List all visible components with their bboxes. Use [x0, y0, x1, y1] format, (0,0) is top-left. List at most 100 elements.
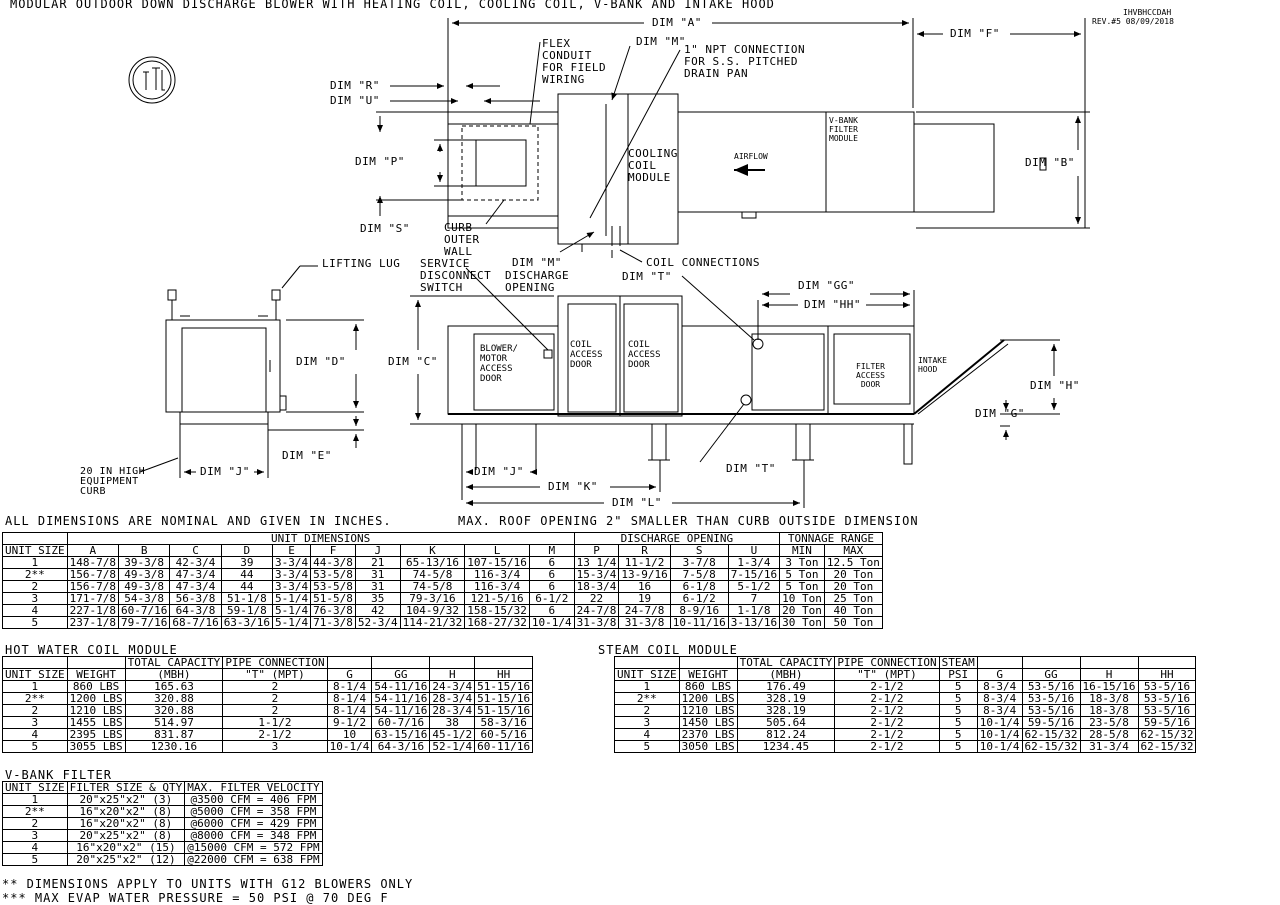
table-cell: 63-3/16: [220, 616, 274, 629]
table-cell: 5-1/4: [272, 604, 312, 617]
table-cell: 3: [2, 716, 68, 729]
column-header: UNIT SIZE: [2, 544, 68, 557]
table-cell: 44-3/8: [310, 556, 356, 569]
group-header: TONNAGE RANGE: [779, 532, 883, 545]
table-cell: 16-15/16: [1079, 680, 1139, 693]
table-cell: 20"x25"x2" (12): [66, 853, 186, 866]
table-cell: @5000 CFM = 358 FPM: [184, 805, 323, 818]
column-header: H: [429, 668, 476, 681]
table-cell: 1: [2, 556, 68, 569]
dim-c-label: DIM "C": [388, 355, 438, 368]
table-cell: 10-1/4: [976, 728, 1023, 741]
elevation-drawings: [128, 18, 1090, 508]
roof-opening-note: MAX. ROOF OPENING 2" SMALLER THAN CURB O…: [458, 514, 919, 528]
table-cell: 8-3/4: [976, 704, 1023, 717]
dim-j-end-label: DIM "J": [200, 465, 250, 478]
steam-title: STEAM COIL MODULE: [598, 643, 738, 657]
table-cell: 8-1/4: [326, 680, 373, 693]
table-cell: 7-15/16: [727, 568, 781, 581]
table-cell: 2395 LBS: [66, 728, 126, 741]
table-cell: 47-3/4: [169, 568, 222, 581]
etl-seal: [128, 56, 176, 104]
table-cell: 2-1/2: [834, 680, 940, 693]
column-header: L: [464, 544, 530, 557]
table-cell: 5: [614, 740, 680, 753]
column-group-header: PIPE CONNECTION: [834, 656, 940, 669]
table-cell: 2**: [614, 692, 680, 705]
table-cell: 328.19: [736, 692, 836, 705]
table-cell: 10: [326, 728, 373, 741]
column-header: WEIGHT: [66, 668, 126, 681]
table-cell: 2: [222, 680, 328, 693]
table-cell: 53-5/16: [1137, 680, 1197, 693]
filter-door-label: FILTER ACCESS DOOR: [856, 362, 885, 389]
table-cell: 1200 LBS: [66, 692, 126, 705]
table-cell: 22: [573, 592, 620, 605]
table-cell: 24-7/8: [618, 604, 671, 617]
table-cell: 165.63: [124, 680, 224, 693]
table-cell: 62-15/32: [1021, 740, 1081, 753]
table-cell: @8000 CFM = 348 FPM: [184, 829, 323, 842]
table-cell: 54-11/16: [371, 692, 431, 705]
table-cell: 49-3/8: [117, 580, 171, 593]
column-group-header: [1079, 656, 1139, 669]
dim-hh-label: DIM "HH": [804, 298, 861, 311]
dim-u-label: DIM "U": [330, 94, 380, 107]
table-cell: 116-3/4: [464, 568, 530, 581]
table-cell: 2-1/2: [834, 740, 940, 753]
column-group-header: [678, 656, 738, 669]
column-group-header: [1137, 656, 1197, 669]
table-cell: 28-5/8: [1079, 728, 1139, 741]
table-cell: 6: [528, 556, 575, 569]
table-cell: 5-1/4: [272, 616, 312, 629]
table-cell: 79-7/16: [117, 616, 171, 629]
table-cell: 15-3/4: [573, 568, 620, 581]
group-header: DISCHARGE OPENING: [573, 532, 781, 545]
table-cell: 3: [614, 716, 680, 729]
column-group-header: PIPE CONNECTION: [222, 656, 328, 669]
table-cell: 831.87: [124, 728, 224, 741]
table-cell: 60-5/16: [474, 728, 534, 741]
footnote-g12: ** DIMENSIONS APPLY TO UNITS WITH G12 BL…: [2, 877, 414, 891]
table-cell: 53-5/16: [1021, 704, 1081, 717]
column-header: E: [272, 544, 312, 557]
table-cell: 49-3/8: [117, 568, 171, 581]
table-cell: @22000 CFM = 638 FPM: [184, 853, 323, 866]
table-cell: 68-7/16: [169, 616, 222, 629]
table-cell: 5: [2, 616, 68, 629]
table-cell: 5: [2, 740, 68, 753]
column-header: F: [310, 544, 356, 557]
table-cell: 71-3/8: [310, 616, 356, 629]
table-cell: @6000 CFM = 429 FPM: [184, 817, 323, 830]
table-cell: 16"x20"x2" (8): [66, 805, 186, 818]
table-cell: 10-11/16: [669, 616, 729, 629]
table-cell: 11-1/2: [618, 556, 671, 569]
table-cell: 148-7/8: [66, 556, 119, 569]
table-cell: 5-1/2: [727, 580, 781, 593]
table-cell: 53-5/8: [310, 580, 356, 593]
table-cell: 31-3/8: [618, 616, 671, 629]
table-cell: 156-7/8: [66, 580, 119, 593]
table-cell: 237-1/8: [66, 616, 119, 629]
column-header: H: [1079, 668, 1139, 681]
table-cell: 3: [2, 829, 68, 842]
curb-outer-label: CURB OUTER WALL: [444, 221, 480, 258]
intake-hood-label: INTAKE HOOD: [918, 356, 947, 374]
vbank-filter-title: V-BANK FILTER: [5, 768, 112, 782]
lifting-lug-label: LIFTING LUG: [322, 257, 401, 270]
table-cell: 39: [220, 556, 274, 569]
table-cell: 116-3/4: [464, 580, 530, 593]
dim-a-label: DIM "A": [652, 16, 702, 29]
dim-r-label: DIM "R": [330, 79, 380, 92]
table-cell: 505.64: [736, 716, 836, 729]
table-cell: 13 1/4: [573, 556, 620, 569]
table-cell: 227-1/8: [66, 604, 119, 617]
table-cell: 59-1/8: [220, 604, 274, 617]
